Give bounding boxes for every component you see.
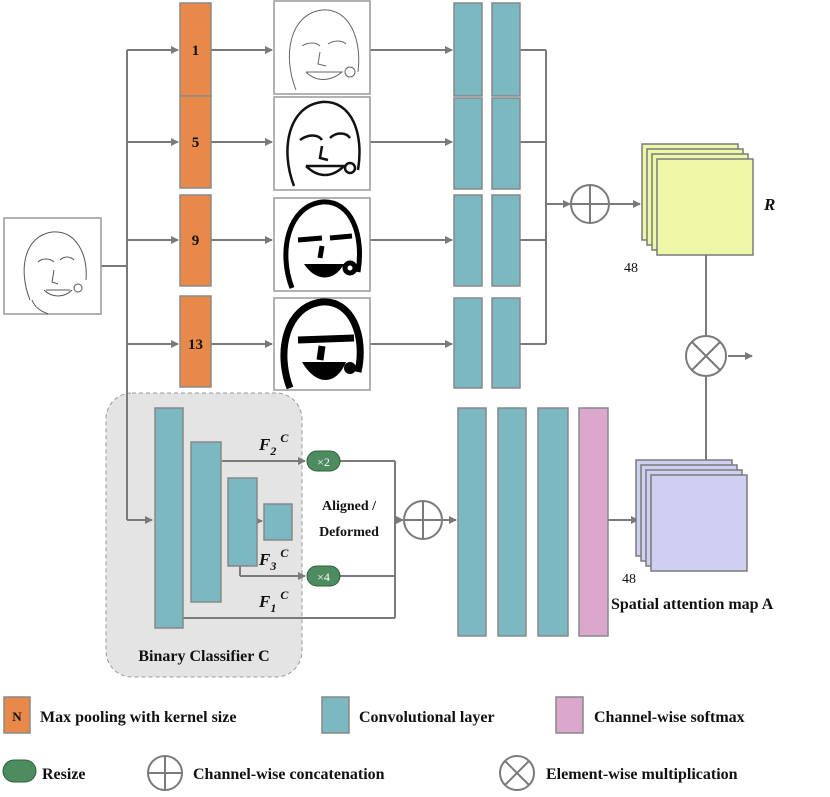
- resize-op: ×2: [306, 450, 341, 472]
- legend-pool-item: N Max pooling with kernel size: [3, 696, 236, 734]
- pooled-sketch-image: [273, 297, 371, 391]
- legend-concat-item: Channel-wise concatenation: [147, 755, 385, 791]
- pooled-sketch-image: [273, 197, 371, 292]
- resize-x4-label: ×4: [317, 570, 330, 584]
- legend-pool-symbol: N: [12, 709, 22, 724]
- feature-f2-label: F2C: [258, 431, 289, 458]
- pooled-sketch-image: [273, 96, 371, 191]
- legend-resize-item: Resize: [2, 759, 86, 783]
- multiply-operator: [685, 335, 727, 377]
- pool-block: 13: [179, 295, 212, 388]
- pool-block: 5: [179, 95, 212, 189]
- legend: N Max pooling with kernel size Convoluti…: [2, 696, 745, 791]
- legend-resize-text: Resize: [42, 766, 86, 783]
- r-feature-map-stack: [641, 143, 754, 256]
- conv-layer: [453, 97, 483, 190]
- legend-pool-text: Max pooling with kernel size: [40, 709, 236, 726]
- pool-block: 1: [179, 2, 212, 97]
- concat-operator: [570, 184, 610, 224]
- a-channel-count: 48: [622, 572, 636, 587]
- a-attention-map-stack: [635, 459, 748, 572]
- r-label: R: [763, 195, 775, 214]
- conv-layer: [491, 97, 521, 190]
- legend-conv-text: Convolutional layer: [359, 709, 495, 726]
- pooled-sketch-image: [273, 0, 371, 95]
- conv-layer: [227, 477, 258, 567]
- input-sketch-image: [3, 217, 102, 315]
- feature-f3-label: F3C: [258, 546, 289, 573]
- feature-f1-label: F1C: [258, 588, 289, 615]
- resize-x2-label: ×2: [317, 455, 330, 469]
- concat-operator: [403, 500, 443, 540]
- pool-kernel-label: 1: [192, 43, 200, 59]
- pool-kernel-label: 5: [192, 135, 200, 151]
- legend-softmax-item: Channel-wise softmax: [555, 696, 745, 734]
- conv-layer: [453, 2, 483, 97]
- classifier-title: Binary Classifier C: [138, 648, 269, 665]
- a-label: Spatial attention map A: [611, 596, 774, 613]
- legend-conv-item: Convolutional layer: [321, 696, 495, 734]
- softmax-layer: [578, 407, 609, 637]
- conv-layer: [497, 407, 527, 637]
- pool-kernel-label: 9: [192, 233, 200, 249]
- pool-block: 9: [179, 194, 212, 287]
- conv-layer: [453, 194, 483, 287]
- legend-mult-item: Element-wise multiplication: [499, 755, 738, 791]
- resize-op: ×4: [306, 565, 341, 587]
- aligned-label-line2: Deformed: [319, 525, 379, 540]
- legend-softmax-text: Channel-wise softmax: [594, 709, 745, 726]
- conv-layer: [154, 407, 184, 629]
- aligned-label-line1: Aligned /: [322, 499, 377, 514]
- conv-layer: [491, 297, 521, 389]
- conv-layer: [457, 407, 487, 637]
- pool-kernel-label: 13: [188, 337, 203, 353]
- legend-concat-text: Channel-wise concatenation: [193, 766, 385, 783]
- conv-layer: [537, 407, 569, 637]
- conv-layer: [453, 297, 483, 389]
- conv-layer: [491, 194, 521, 287]
- conv-layer: [190, 441, 222, 603]
- r-channel-count: 48: [624, 261, 638, 276]
- conv-layer: [263, 503, 293, 541]
- conv-layer: [491, 2, 521, 97]
- legend-mult-text: Element-wise multiplication: [546, 766, 738, 783]
